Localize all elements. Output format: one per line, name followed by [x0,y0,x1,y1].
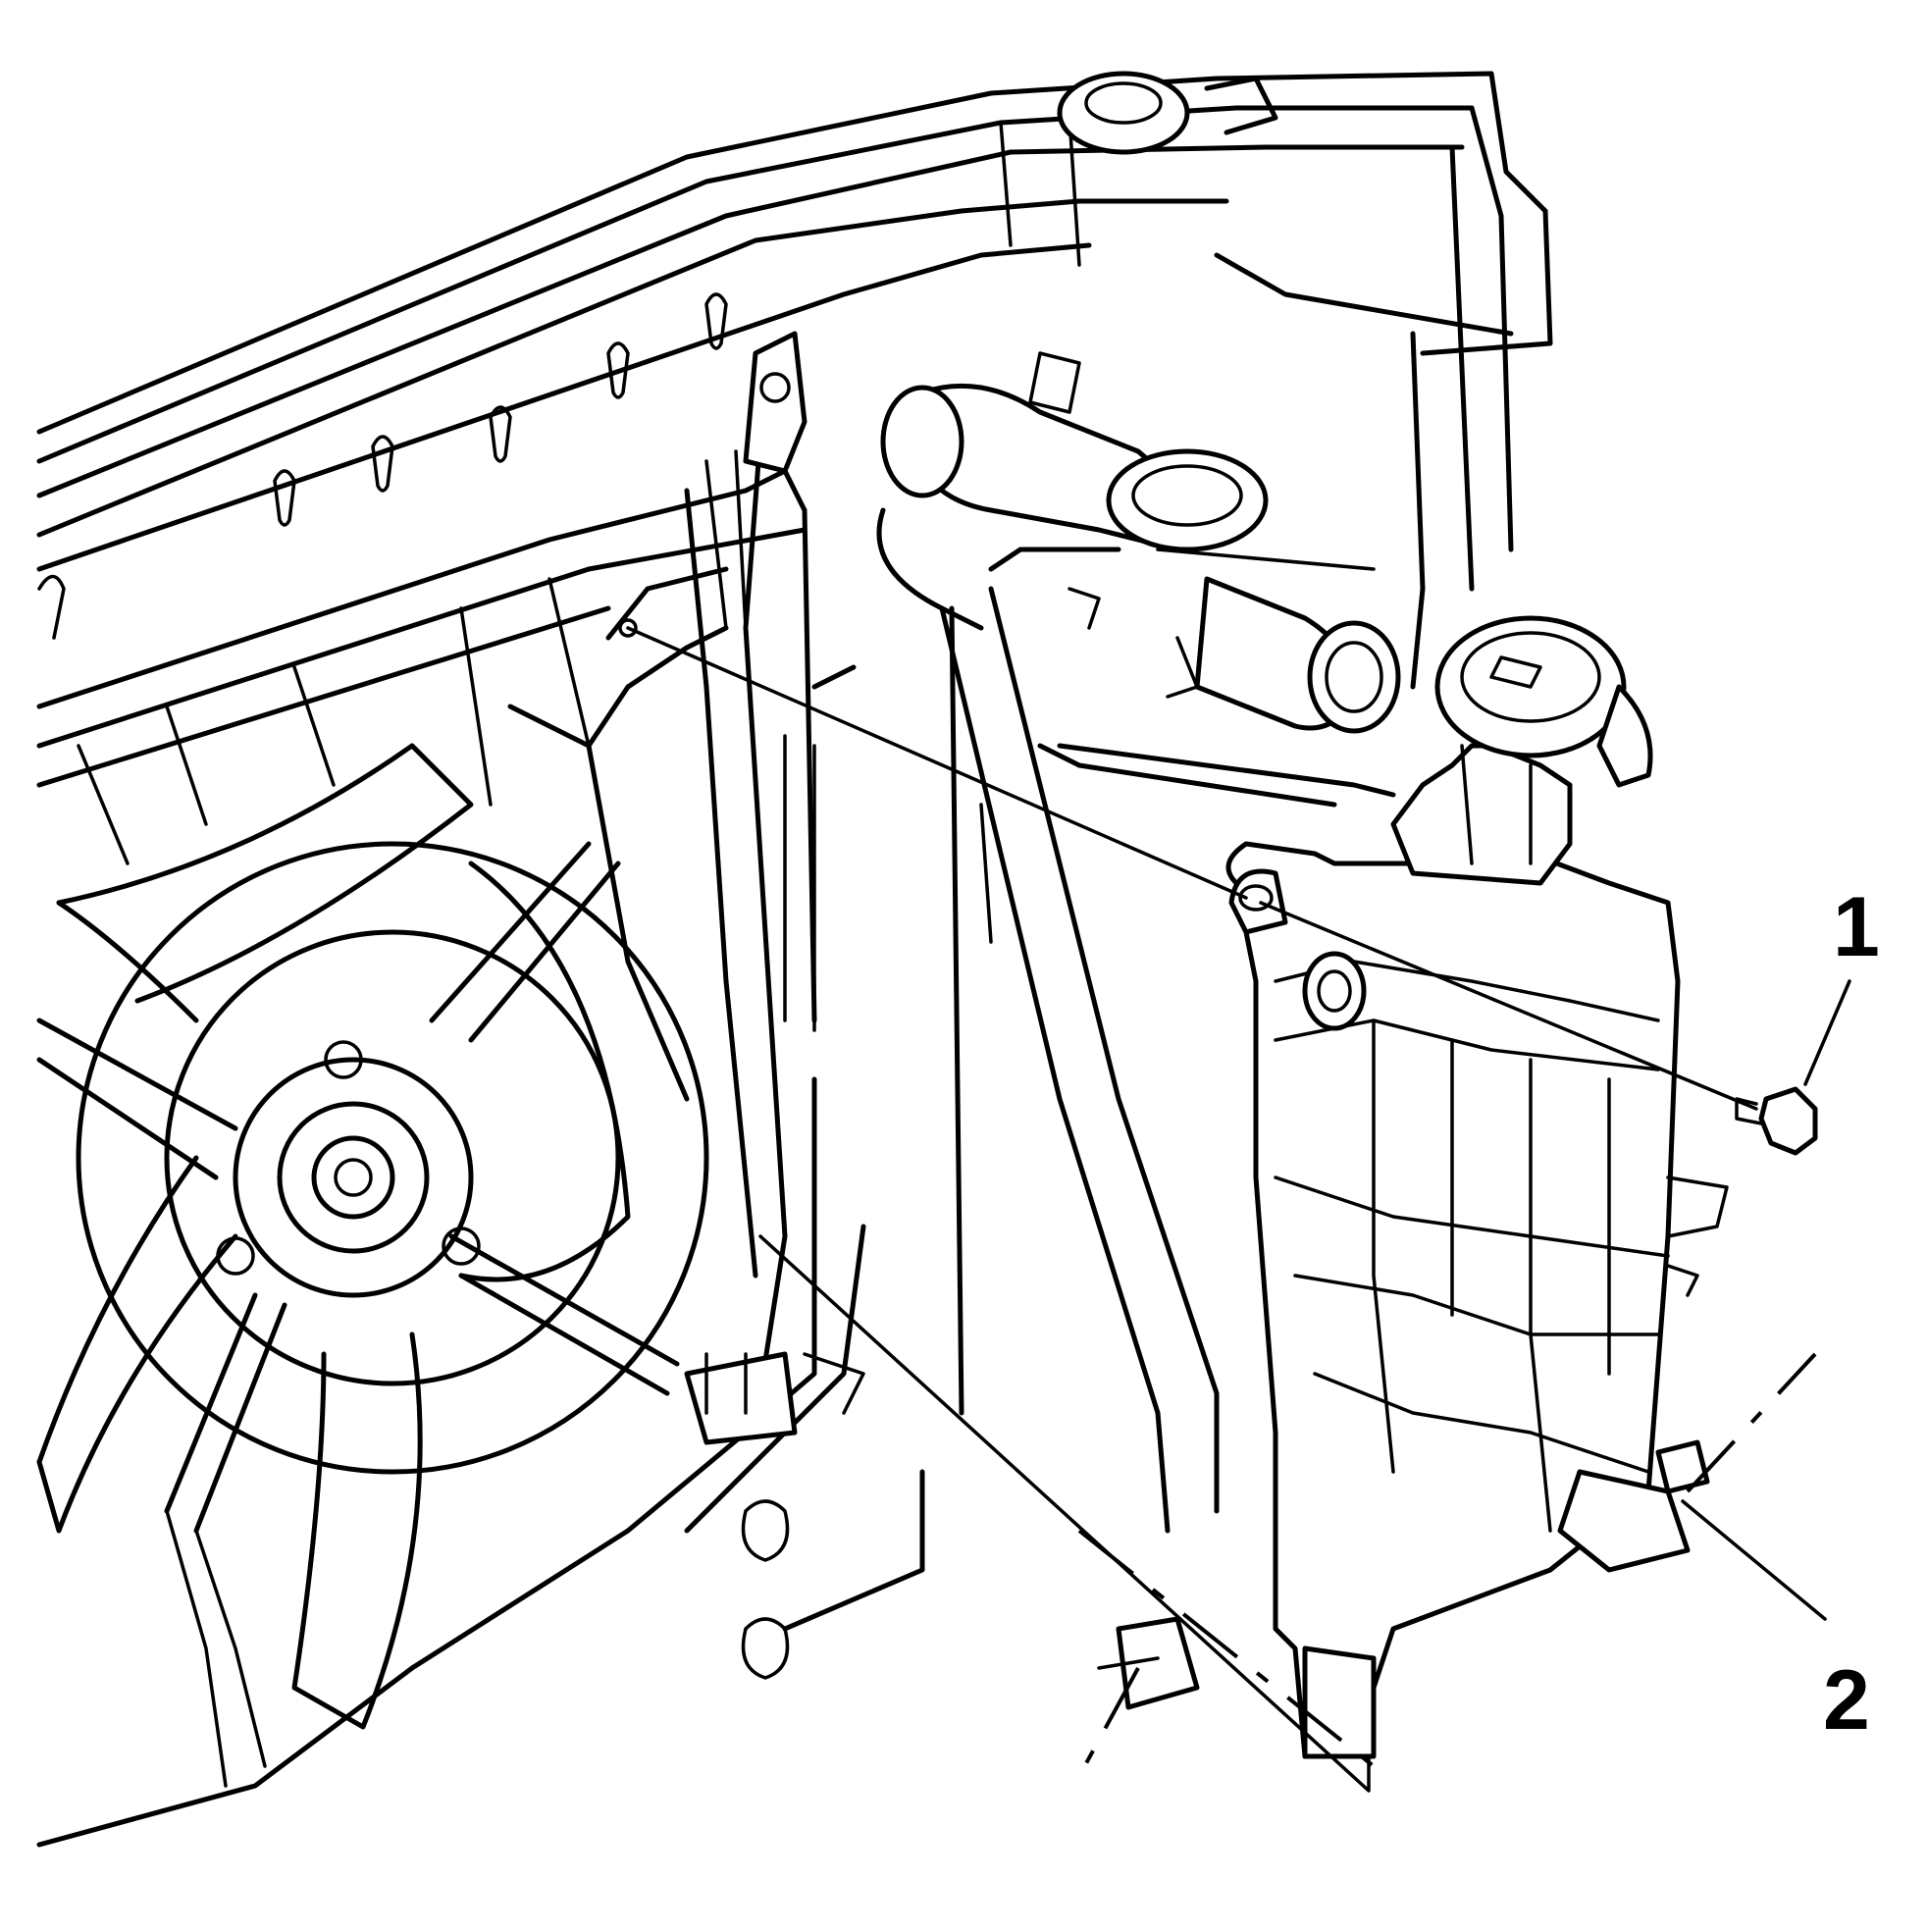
bolt [1735,1086,1818,1156]
coolant-reservoir [1225,615,1729,1759]
radiator-hose [876,351,1401,1710]
leader-lines [618,618,1851,1793]
upper-radiator-support [36,71,1553,640]
radiator [949,331,1426,1416]
cooling-fan [36,743,709,1788]
callout-1-label: 1 [1833,880,1880,974]
fan-shroud [36,331,925,1848]
callout-2-label: 2 [1823,1653,1870,1748]
